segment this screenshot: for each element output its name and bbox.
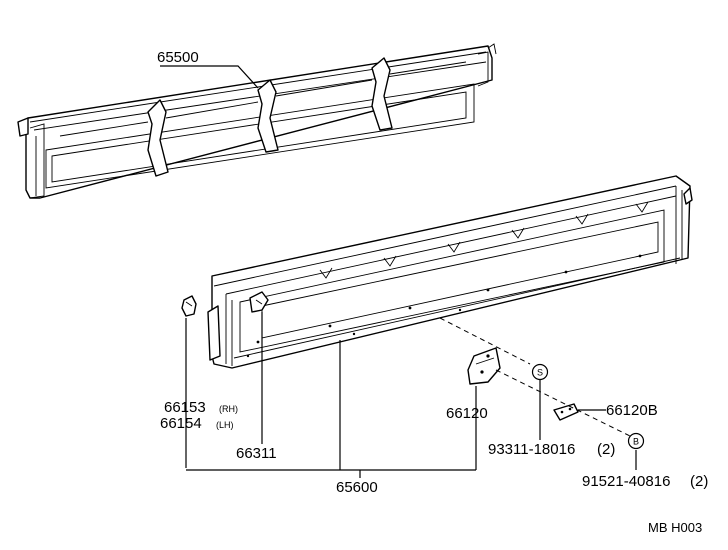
- label-66154-suffix: (LH): [216, 420, 234, 430]
- label-91521-qty: (2): [690, 473, 708, 490]
- label-66153: 66153: [164, 399, 206, 416]
- label-91521: 91521-40816: [582, 473, 670, 490]
- label-66153-suffix: (RH): [219, 404, 238, 414]
- footer-code: MB H003: [648, 520, 702, 535]
- label-66311: 66311: [236, 445, 277, 462]
- svg-text:S: S: [537, 368, 543, 378]
- label-93311-qty: (2): [597, 441, 615, 458]
- fastener-symbol-b: B: [627, 432, 645, 450]
- label-66120b: 66120B: [606, 402, 658, 419]
- hinge-66153-66154: [181, 295, 197, 317]
- leader-lines: [160, 65, 637, 478]
- fastener-symbol-s: S: [531, 363, 549, 381]
- latch-66311: [249, 291, 269, 313]
- label-93311: 93311-18016: [488, 441, 575, 458]
- bracket-66120: [467, 347, 501, 385]
- label-65500: 65500: [157, 49, 199, 66]
- upper-panel-65500: [17, 43, 497, 199]
- label-66120: 66120: [446, 405, 488, 422]
- bracket-66120b: [553, 403, 579, 421]
- label-65600: 65600: [336, 479, 378, 496]
- label-66154: 66154: [160, 415, 202, 432]
- svg-text:B: B: [633, 437, 639, 447]
- lower-panel-65600: [207, 175, 693, 369]
